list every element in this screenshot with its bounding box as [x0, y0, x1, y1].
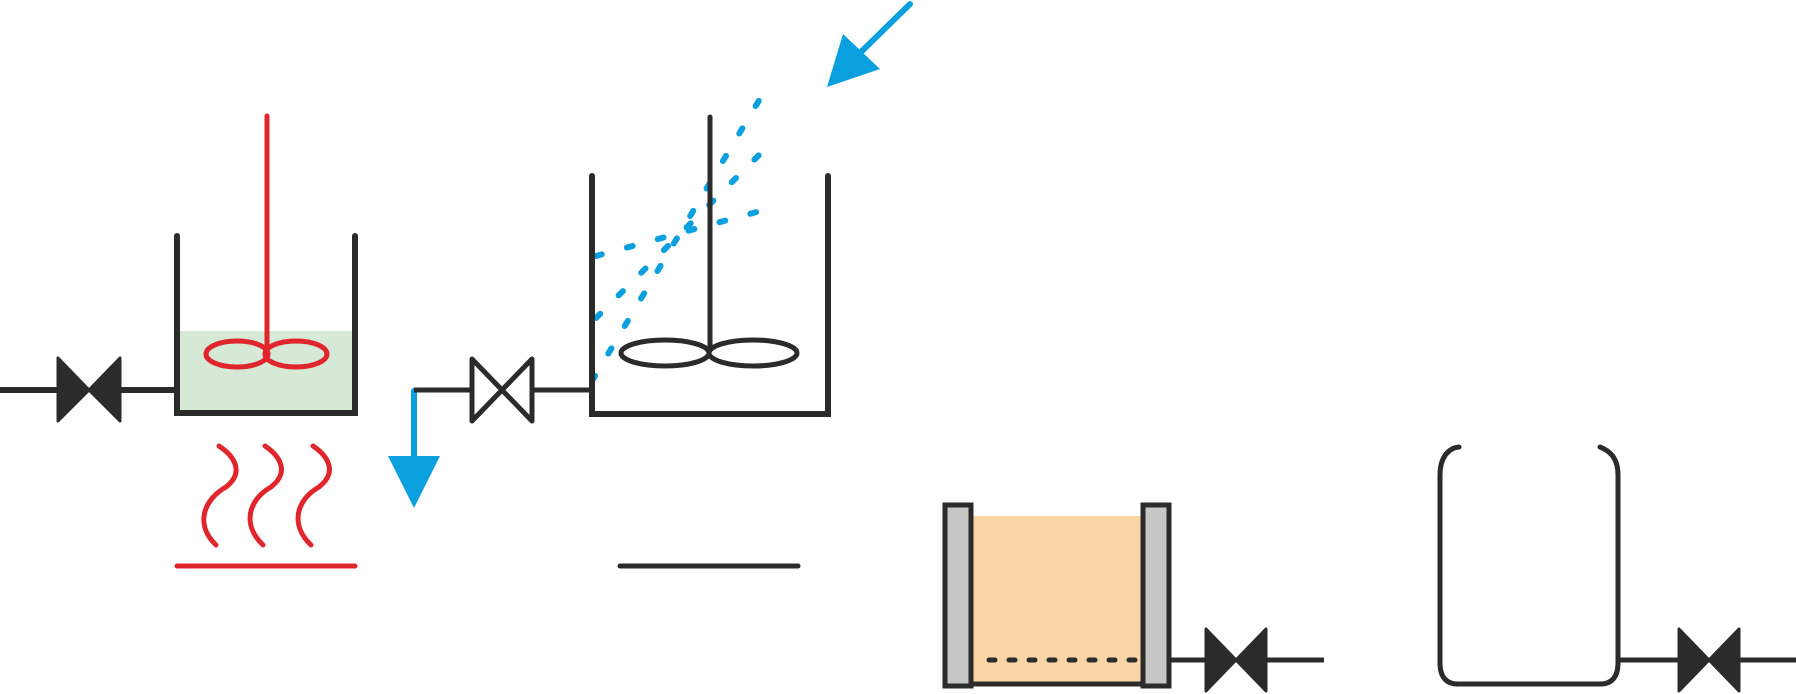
open-container-icon: [1437, 444, 1621, 687]
spray-line: [593, 147, 767, 321]
plate-filter-icon: [942, 502, 1172, 689]
valve-open-icon[interactable]: [469, 356, 535, 424]
filter-media: [968, 516, 1146, 684]
agitator-blade-right: [262, 338, 330, 370]
vessel-walls: [589, 173, 831, 417]
vessel-blade-left: [618, 337, 712, 369]
vessel-blade-right: [706, 337, 800, 369]
valve-closed-icon[interactable]: [1204, 627, 1268, 693]
spray-line: [593, 207, 767, 259]
spray-line: [589, 89, 767, 384]
agitator-blade-left: [203, 338, 271, 370]
heat-source-icon: [174, 443, 358, 569]
stirred-vessel-icon: [589, 114, 831, 417]
tank-walls: [174, 233, 358, 416]
valve-closed-icon[interactable]: [1677, 627, 1741, 693]
spray-inflow-icon: [589, 1, 913, 384]
valve-closed-icon[interactable]: [56, 356, 122, 423]
filter-plate-left: [942, 502, 974, 689]
outflow-arrow-icon: [388, 388, 440, 508]
filter-plate-right: [1140, 502, 1172, 689]
heated-stirred-tank-icon: [174, 113, 358, 416]
